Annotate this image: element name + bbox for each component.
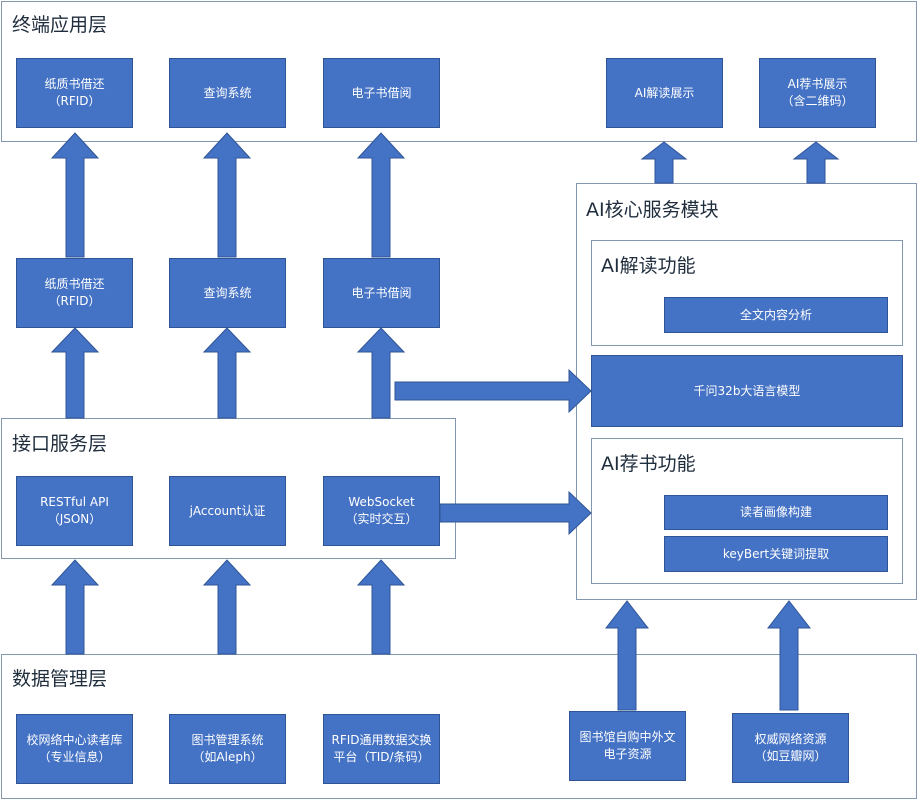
restful-api-box: RESTful API （JSON） bbox=[16, 476, 133, 546]
ebook-resources-box: 图书馆自购中外文 电子资源 bbox=[569, 711, 686, 781]
websocket-box: WebSocket （实时交互） bbox=[323, 476, 440, 546]
terminal-ebook-box: 电子书借阅 bbox=[323, 58, 440, 128]
arrow-up-paper-mid bbox=[50, 327, 100, 419]
ai-core-title: AI核心服务模块 bbox=[586, 199, 719, 221]
arrow-up-websocket bbox=[356, 559, 406, 655]
arrow-up-ai-interpret-display bbox=[640, 141, 688, 184]
authority-resources-box: 权威网络资源 （如豆瓣网） bbox=[732, 713, 849, 783]
arrow-up-ebook-mid bbox=[356, 327, 406, 419]
terminal-query-system-box: 查询系统 bbox=[169, 58, 286, 128]
middle-query-system-box: 查询系统 bbox=[169, 258, 286, 328]
reader-profile-box: 读者画像构建 bbox=[664, 495, 888, 530]
arrow-right-to-llm bbox=[394, 368, 592, 414]
keybert-box: keyBert关键词提取 bbox=[664, 536, 888, 572]
middle-paper-book-box: 纸质书借还 （RFID） bbox=[16, 258, 133, 328]
arrow-up-authority-resources bbox=[766, 600, 812, 711]
library-system-box: 图书管理系统 （如Aleph） bbox=[169, 714, 286, 784]
fulltext-analysis-box: 全文内容分析 bbox=[664, 297, 888, 333]
middle-ebook-box: 电子书借阅 bbox=[323, 258, 440, 328]
arrow-up-ai-recommend-display bbox=[792, 141, 840, 184]
ai-interpret-title: AI解读功能 bbox=[601, 255, 696, 277]
campus-reader-db-box: 校网络中心读者库 （专业信息） bbox=[16, 714, 133, 784]
arrow-right-websocket-to-recommend bbox=[439, 490, 592, 536]
arrow-up-restful bbox=[50, 559, 100, 655]
terminal-layer-title: 终端应用层 bbox=[12, 14, 108, 36]
llm-box: 千问32b大语言模型 bbox=[591, 355, 903, 427]
arrow-up-ebook-resources bbox=[604, 600, 650, 711]
arrow-up-ebook-top bbox=[356, 132, 406, 258]
ai-interpret-display-box: AI解读展示 bbox=[606, 58, 723, 128]
arrow-up-query-top bbox=[202, 132, 252, 258]
terminal-paper-book-box: 纸质书借还 （RFID） bbox=[16, 58, 133, 128]
ai-recommend-display-box: AI荐书展示 （含二维码） bbox=[759, 58, 876, 128]
arrow-up-query-mid bbox=[202, 327, 252, 419]
rfid-platform-box: RFID通用数据交换 平台（TID/条码） bbox=[323, 714, 440, 784]
ai-recommend-title: AI荐书功能 bbox=[601, 453, 696, 475]
arrow-up-paper-top bbox=[50, 132, 100, 258]
interface-layer-title: 接口服务层 bbox=[12, 433, 108, 455]
data-layer-title: 数据管理层 bbox=[12, 668, 108, 690]
jaccount-box: jAccount认证 bbox=[169, 476, 286, 546]
arrow-up-jaccount bbox=[202, 559, 252, 655]
